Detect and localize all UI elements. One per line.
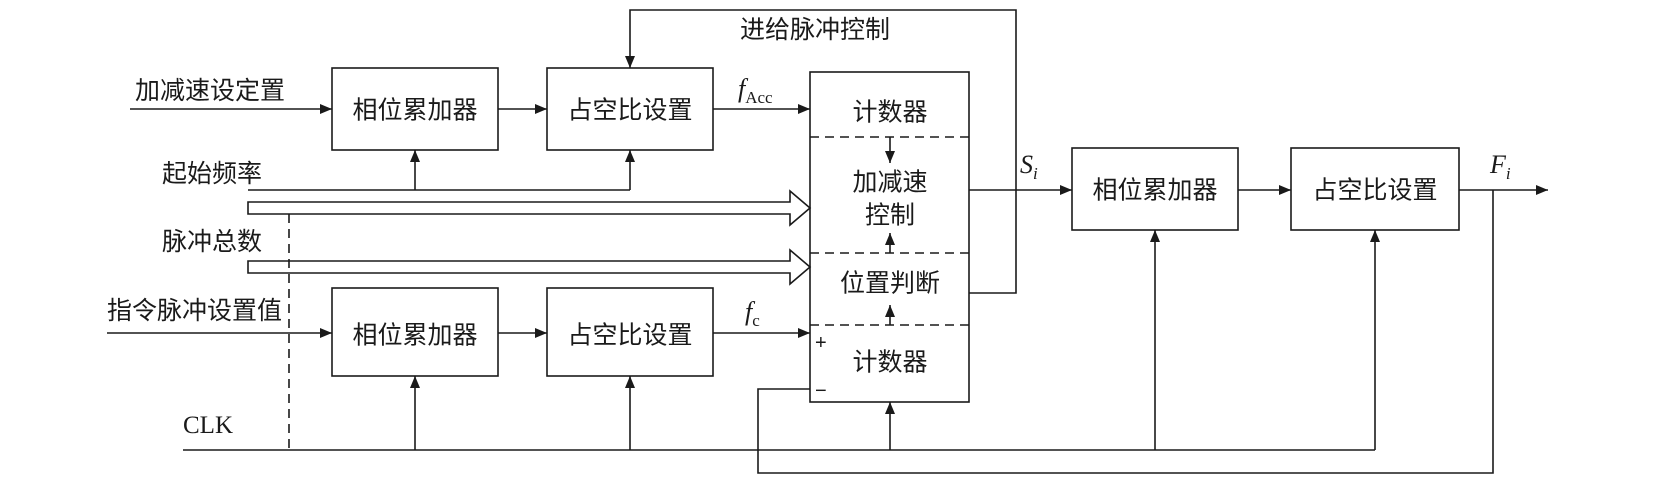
accel-control-label-line1: 加减速 xyxy=(852,168,927,197)
plus-sign: + xyxy=(815,332,827,354)
f-acc-label: fAcc xyxy=(738,74,773,107)
start-frequency-label: 起始频率 xyxy=(162,159,262,188)
s-i-label: Si xyxy=(1020,150,1038,183)
duty-cycle-bottom-label: 占空比设置 xyxy=(567,321,692,350)
duty-cycle-right-block xyxy=(1290,147,1460,231)
phase-accumulator-right-label: 相位累加器 xyxy=(1092,176,1217,205)
phase-accumulator-top-block xyxy=(331,67,499,151)
duty-cycle-top-block xyxy=(546,67,714,151)
feed-pulse-control-label: 进给脉冲控制 xyxy=(740,15,890,44)
minus-sign: − xyxy=(815,380,827,402)
phase-accumulator-bottom-label: 相位累加器 xyxy=(352,321,477,350)
total-pulses-label: 脉冲总数 xyxy=(162,227,262,256)
total-pulses-bus-arrow xyxy=(247,248,812,286)
counter-bottom-label: 计数器 xyxy=(852,348,927,377)
feed-pulse-feedback-line xyxy=(625,9,1017,294)
duty-cycle-bottom-block xyxy=(546,287,714,377)
duty-cycle-right-label: 占空比设置 xyxy=(1312,176,1437,205)
start-frequency-bus-arrow xyxy=(247,189,812,227)
counter-top-label: 计数器 xyxy=(852,98,927,127)
phase-accumulator-bottom-block xyxy=(331,287,499,377)
output-feedback-line xyxy=(757,190,1494,474)
accel-setting-label: 加减速设定置 xyxy=(135,76,285,105)
accel-control-label-line2: 控制 xyxy=(865,201,915,230)
f-c-label: fc xyxy=(745,297,760,330)
f-i-label: Fi xyxy=(1489,150,1511,183)
phase-accumulator-top-label: 相位累加器 xyxy=(352,96,477,125)
duty-cycle-top-label: 占空比设置 xyxy=(567,96,692,125)
command-pulse-label: 指令脉冲设置值 xyxy=(107,296,282,325)
position-judgment-label: 位置判断 xyxy=(840,269,940,298)
clk-label: CLK xyxy=(183,412,233,439)
phase-accumulator-right-block xyxy=(1071,147,1239,231)
